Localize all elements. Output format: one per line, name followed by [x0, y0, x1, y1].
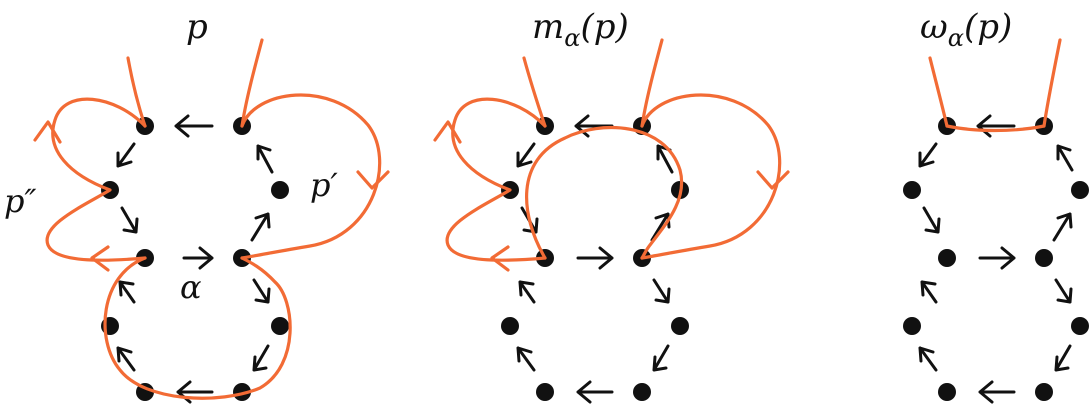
- panel-p-title: p: [186, 7, 208, 47]
- vertex: [271, 181, 289, 199]
- arrow-up-left: [516, 346, 536, 372]
- arrow-down-right: [652, 278, 671, 304]
- arrow-up-right: [650, 212, 671, 242]
- vertex: [938, 249, 956, 267]
- panel-m-title: mα(p): [532, 7, 629, 52]
- vertex: [903, 317, 921, 335]
- vertex: [1071, 317, 1089, 335]
- arrow-left: [978, 380, 1016, 404]
- panel-w-arrows: [918, 114, 1074, 404]
- vertex: [1035, 249, 1053, 267]
- vertex: [1071, 181, 1089, 199]
- arrow-up-left: [256, 144, 274, 174]
- path-start: [522, 56, 547, 128]
- vertex: [1035, 383, 1053, 401]
- arrow-up-left: [1056, 144, 1074, 172]
- arrow-left: [174, 114, 214, 138]
- arrow-left: [976, 114, 1016, 138]
- path-p-double-prime-start: [240, 38, 264, 128]
- curve-arrowhead: [490, 245, 510, 272]
- arrow-up-left: [918, 346, 938, 372]
- arrow-up-left: [116, 346, 136, 372]
- arrow-down-left: [652, 344, 670, 372]
- arrow-down-left: [252, 344, 270, 372]
- arrow-down-left: [918, 142, 938, 168]
- arrow-left: [576, 380, 614, 404]
- alpha-arrow: [182, 246, 214, 270]
- panel-p-paths: [33, 38, 390, 400]
- arrow-down-right: [1054, 278, 1073, 304]
- panel-p: p: [4, 7, 390, 404]
- label-p-double-prime: p″: [4, 182, 36, 220]
- arrow-down-right: [252, 278, 271, 304]
- alpha-arrow: [576, 246, 614, 270]
- curve-arrowhead: [90, 245, 110, 272]
- vertex: [938, 383, 956, 401]
- path-composite-loop: [525, 125, 684, 260]
- arrow-down-left: [516, 142, 536, 168]
- path-p-loop: [103, 256, 292, 400]
- path-p-prime-start: [126, 56, 147, 128]
- vertex: [903, 181, 921, 199]
- vertex: [536, 383, 554, 401]
- path-start: [640, 38, 664, 128]
- path-start: [928, 56, 949, 128]
- vertex: [501, 317, 519, 335]
- path-prime: [640, 93, 782, 260]
- arrow-down-left: [1054, 344, 1072, 372]
- label-alpha: α: [180, 268, 202, 306]
- label-p-prime: p′: [310, 166, 338, 204]
- arrow-up-left: [518, 280, 536, 304]
- vertex: [671, 317, 689, 335]
- arrow-up-left: [920, 280, 938, 304]
- path-double-prime: [445, 97, 547, 262]
- vertex: [233, 383, 251, 401]
- path-start: [1042, 38, 1062, 128]
- arrow-up-right: [1052, 212, 1073, 242]
- panel-omega-alpha: ωα(p): [903, 7, 1089, 404]
- alpha-arrow: [978, 246, 1016, 270]
- panel-p-arrows: [116, 114, 274, 404]
- curve-arrowhead: [433, 120, 462, 144]
- arrow-down-right: [922, 206, 941, 234]
- panel-m-paths: [433, 38, 790, 272]
- curve-arrowhead: [356, 170, 390, 190]
- path-p-double-prime: [45, 97, 147, 262]
- arrow-down-left: [116, 142, 136, 168]
- arrow-up-right: [250, 212, 271, 242]
- panel-w-paths: [928, 38, 1062, 133]
- panel-omega-title: ωα(p): [920, 7, 1012, 52]
- arrow-up-left: [118, 280, 136, 304]
- vertex: [271, 317, 289, 335]
- arrow-down-right: [120, 206, 139, 234]
- panel-m-alpha: mα(p): [433, 7, 790, 404]
- curve-arrowhead: [33, 120, 62, 144]
- path-short-connector: [945, 124, 1046, 133]
- vertex: [633, 383, 651, 401]
- curve-arrowhead: [756, 170, 790, 190]
- path-p-prime: [240, 93, 382, 260]
- arrow-left: [574, 114, 614, 138]
